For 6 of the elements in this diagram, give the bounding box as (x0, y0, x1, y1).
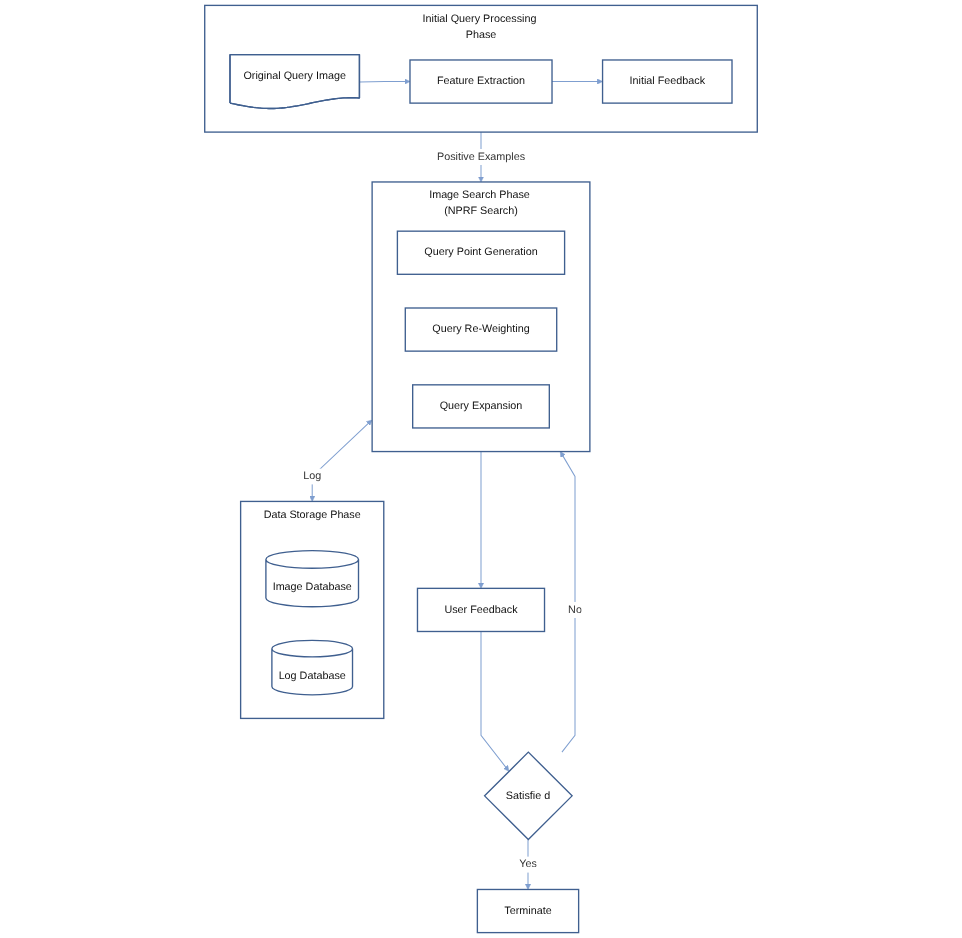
arrow (478, 451, 484, 589)
arrow (359, 78, 411, 85)
arrow (560, 451, 576, 753)
arrow (309, 419, 373, 502)
arrow (551, 78, 603, 85)
arrow (480, 631, 510, 772)
